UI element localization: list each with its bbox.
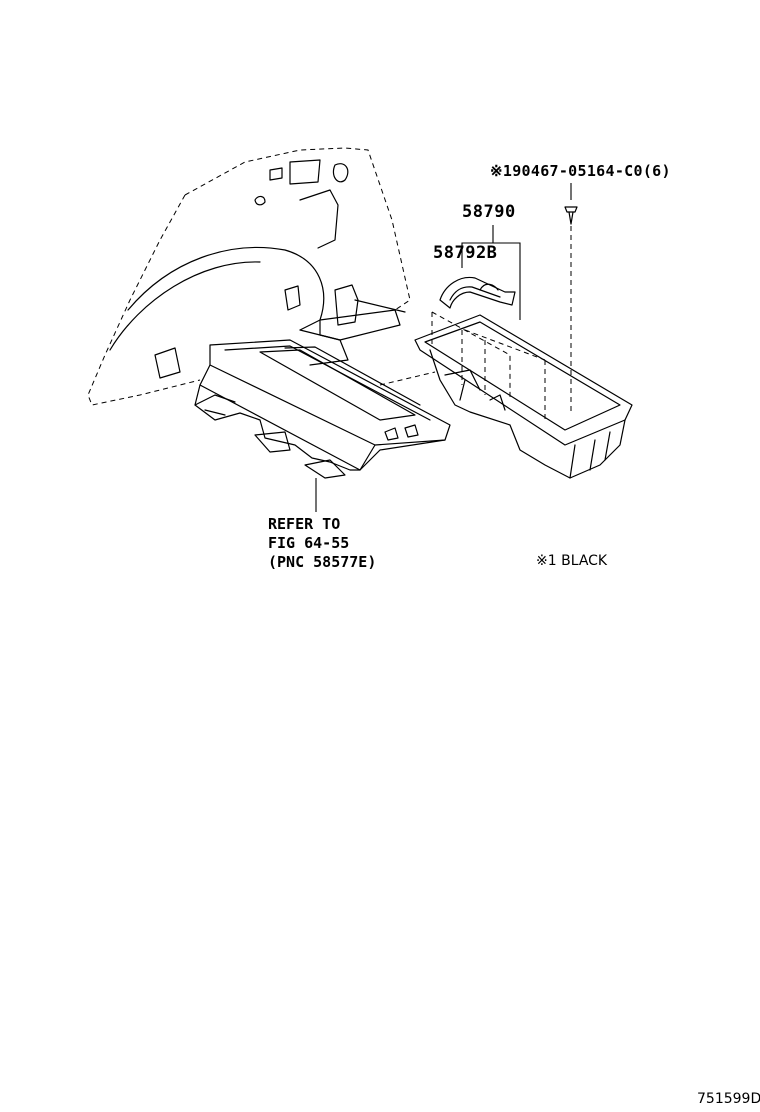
cover-part-number: 58792B <box>433 243 498 263</box>
floor-trim-drawing <box>194 339 451 479</box>
storage-box-drawing <box>414 311 633 479</box>
quarter-panel-drawing <box>87 147 411 406</box>
refer-note-line-3: (PNC 58577E) <box>268 553 377 571</box>
box-assy-part-number: 58790 <box>462 202 516 222</box>
screw-icon <box>564 206 578 225</box>
refer-note-line-1: REFER TO <box>268 515 341 533</box>
figure-id: 751599D <box>697 1091 760 1107</box>
screw-part-number: ※190467-05164-C0(6) <box>490 162 671 180</box>
cover-drawing <box>439 276 516 309</box>
leader-lines <box>315 183 572 512</box>
refer-note-line-2: FIG 64-55 <box>268 534 350 552</box>
color-note: ※1 BLACK <box>536 553 608 569</box>
